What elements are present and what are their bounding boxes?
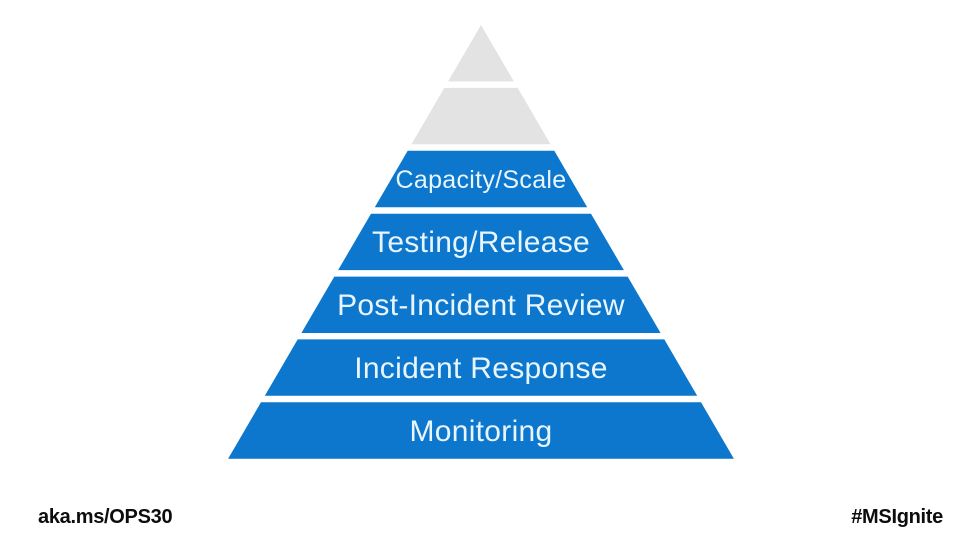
footer-hashtag: #MSIgnite: [851, 506, 943, 528]
pyramid-level-2: [411, 87, 551, 145]
pyramid-level-top: [448, 25, 514, 82]
pyramid-level-testing-release: [338, 213, 624, 271]
pyramid-level-post-incident-review: [301, 276, 661, 333]
pyramid-level-capacity-scale: [374, 150, 588, 208]
pyramid-level-monitoring: [228, 402, 734, 459]
footer-link-text: aka.ms/OPS30: [38, 506, 173, 528]
pyramid-level-incident-response: [264, 339, 698, 396]
